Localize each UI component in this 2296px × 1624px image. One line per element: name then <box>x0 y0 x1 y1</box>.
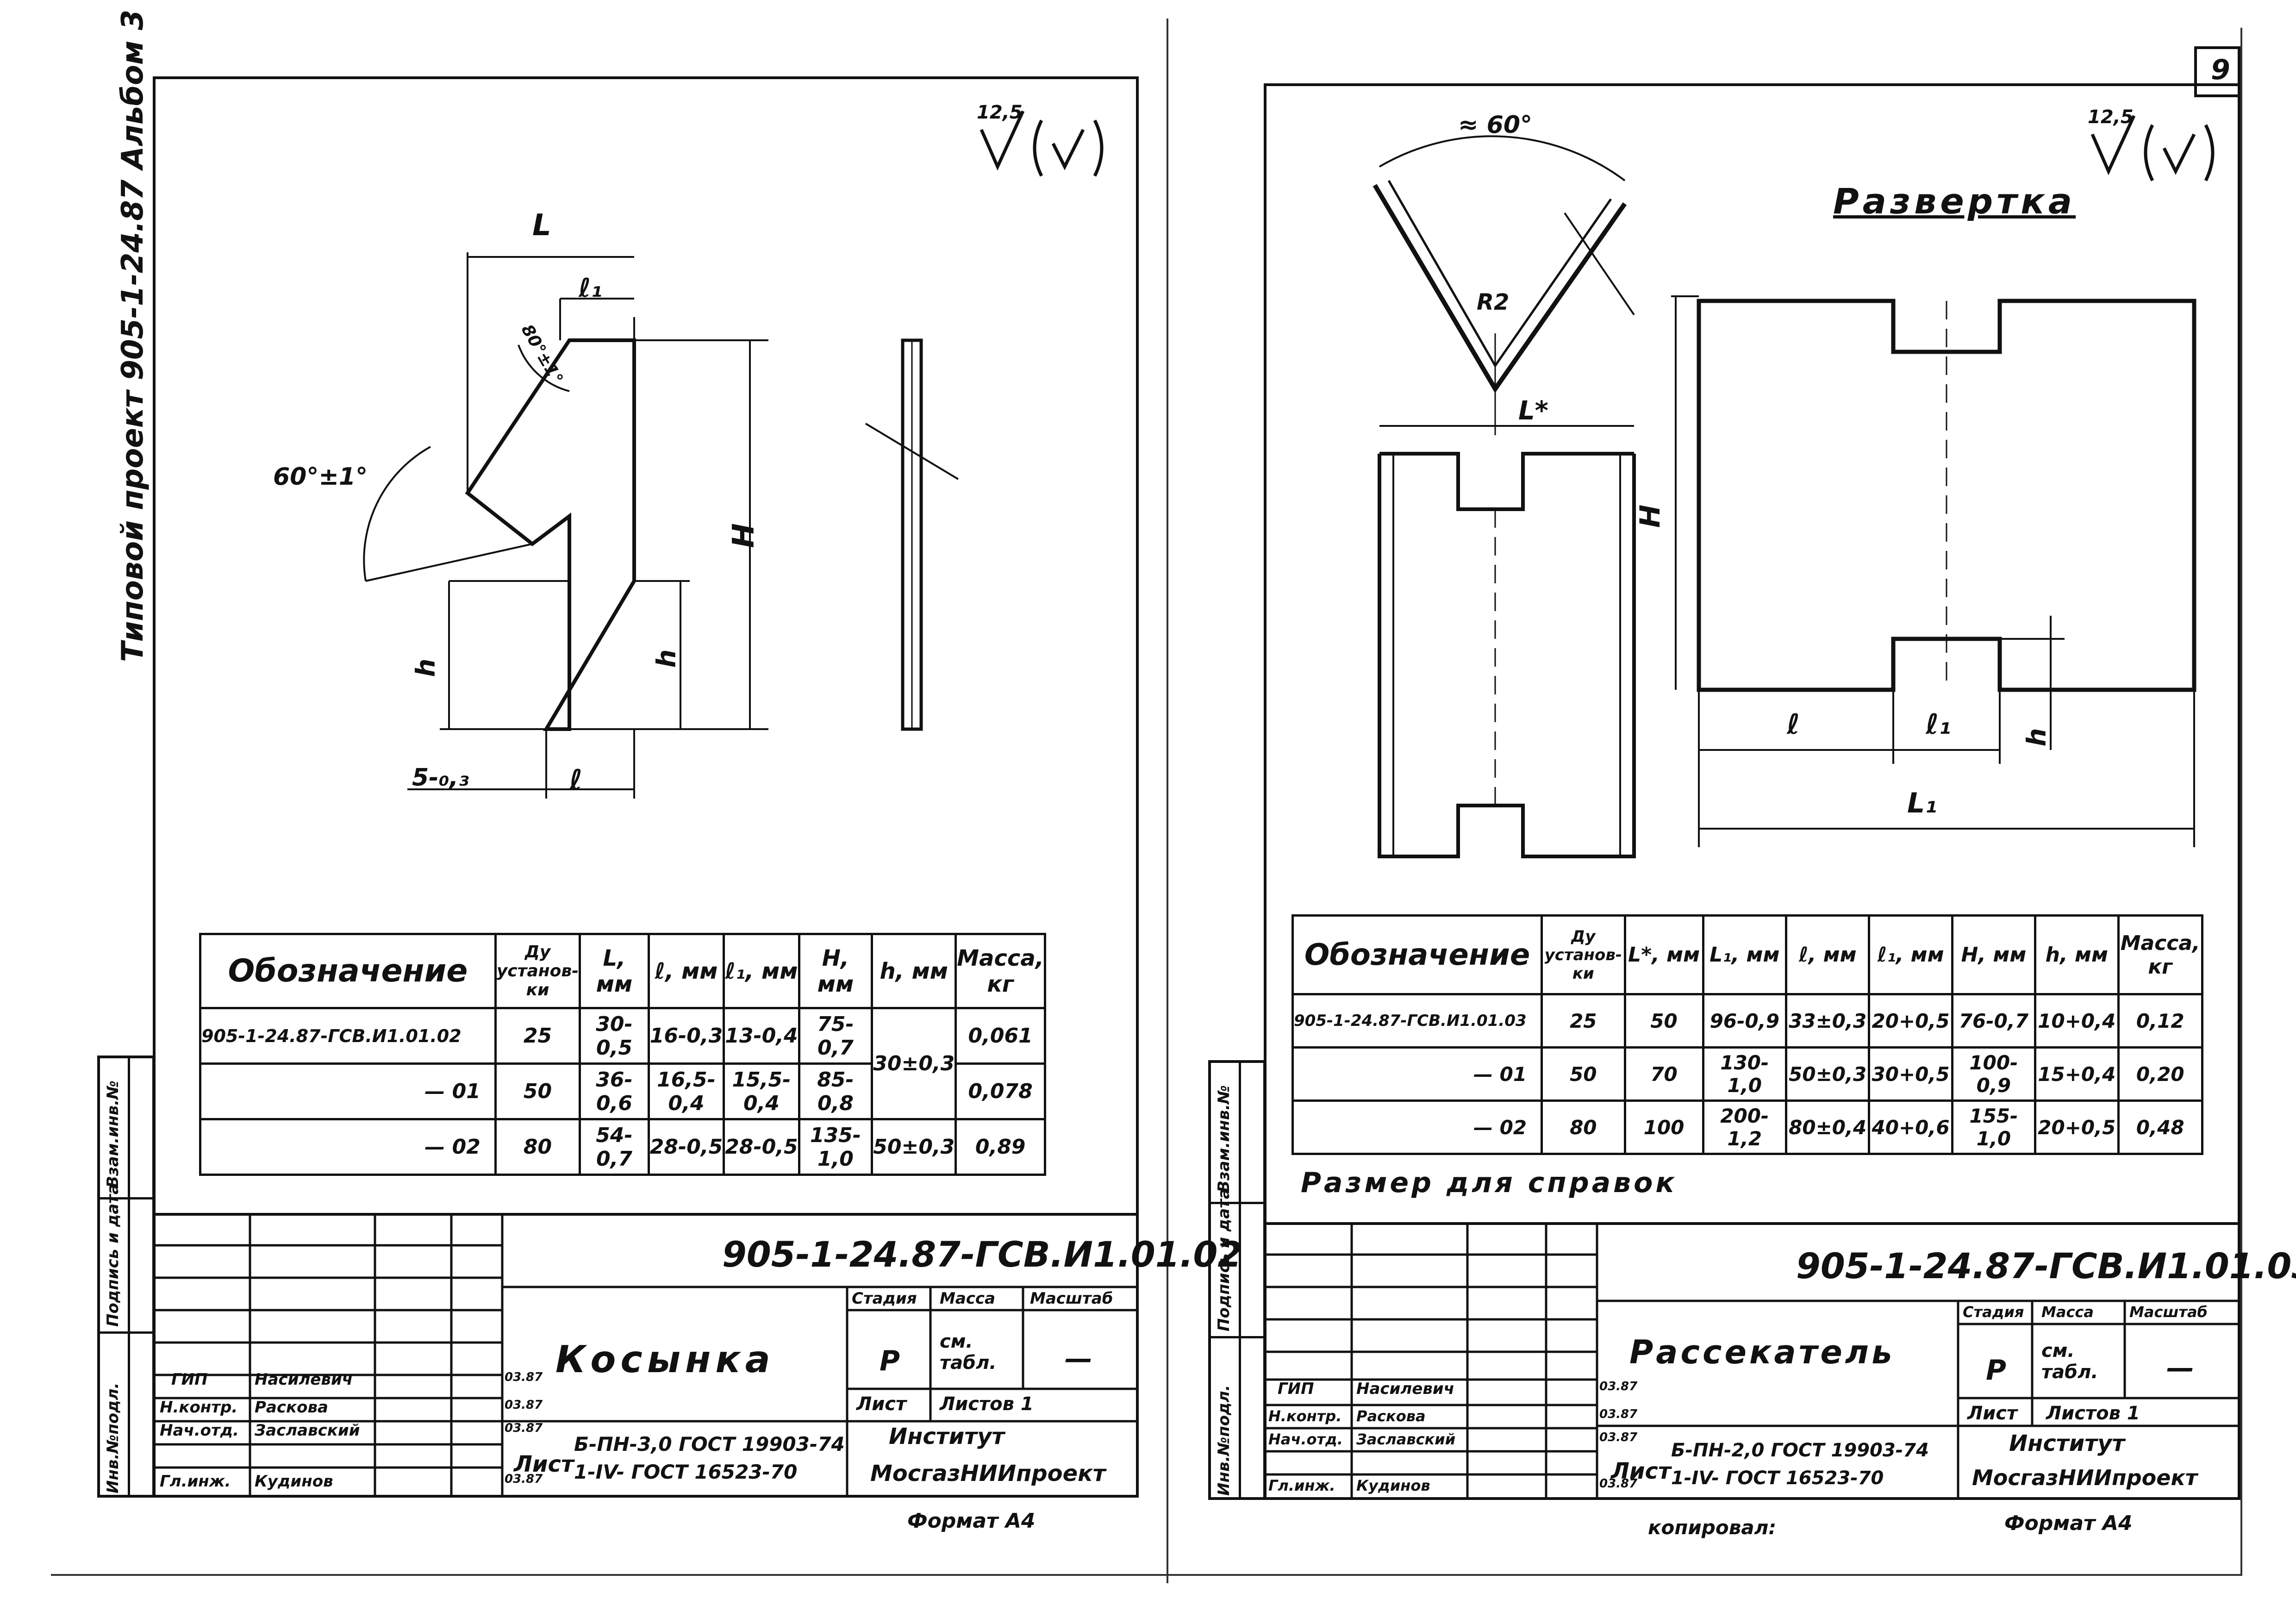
hdr-h: h, мм <box>2034 914 2120 995</box>
right-side-stamp: Взам.инв.№ Подпись и дата Инв.№подл. <box>1208 1060 1266 1500</box>
page-number-box: 9 <box>2194 46 2240 97</box>
left-side-stamp: Взам.инв.№ Подпись и дата Инв.№подл. <box>97 1056 155 1498</box>
hdr-H: H, мм <box>1951 914 2037 995</box>
left-spec-table: Обозначение Ду установ-ки L, мм ℓ, мм ℓ₁… <box>199 933 1046 1176</box>
roughness-symbol-left: 12,5 <box>972 102 1120 194</box>
table-row: 905-1-24.87-ГСВ.И1.01.02 25 30-0,5 16-0,… <box>199 1007 1046 1120</box>
hdr-H: H, мм <box>798 933 873 1009</box>
outer-frame <box>51 28 2242 1576</box>
left-title-grid <box>153 1213 1139 1498</box>
dim-l-right: ℓ <box>1787 708 1800 741</box>
right-title-block <box>1264 1222 2240 1500</box>
table-row: — 01 50 36-0,6 16,5-0,4 15,5-0,4 85-0,8 … <box>199 1062 1046 1120</box>
dim-L: L <box>532 208 551 243</box>
splitter-drawing <box>1373 135 2196 858</box>
right-spec-table: Обозначение Ду установ-ки L*, мм L₁, мм … <box>1291 914 2203 1155</box>
hdr-h: h, мм <box>871 933 957 1009</box>
stamp-podpis: Подпись и дата <box>1215 1188 1233 1331</box>
right-mass: см. табл. <box>2041 1340 2098 1383</box>
left-doc-code: 905-1-24.87-ГСВ.И1.01.02 <box>722 1234 1242 1275</box>
left-format: Формат А4 <box>907 1509 1036 1533</box>
left-stage: Р <box>880 1345 900 1377</box>
left-scale-hdr: Масштаб <box>1030 1289 1113 1308</box>
hdr-du: Ду установ-ки <box>1541 914 1626 995</box>
left-org-2: МосгазНИИпроект <box>870 1461 1106 1487</box>
roughness-check-icon <box>980 110 1104 177</box>
right-mass-hdr: Масса <box>2041 1303 2094 1321</box>
hdr-L: L, мм <box>579 933 650 1009</box>
dim-l: ℓ <box>569 764 583 796</box>
right-format: Формат А4 <box>2004 1512 2133 1535</box>
table-row: — 02 80 54-0,7 28-0,5 28-0,5 135-1,0 50±… <box>199 1118 1046 1176</box>
right-stage: Р <box>1986 1354 2006 1387</box>
hdr-l: ℓ, мм <box>1784 914 1871 995</box>
right-title-grid <box>1264 1222 2240 1500</box>
left-material-prefix: Лист <box>514 1451 574 1477</box>
page-number: 9 <box>2211 54 2230 86</box>
table-row: 905-1-24.87-ГСВ.И1.01.03 25 50 96-0,9 33… <box>1291 993 2203 1049</box>
right-material-prefix: Лист <box>1611 1458 1671 1484</box>
dim-l1: ℓ₁ <box>579 273 602 303</box>
dim-h-left: h <box>411 658 441 677</box>
right-doc-code: 905-1-24.87-ГСВ.И1.01.03 <box>1796 1245 2296 1287</box>
table-row: — 01 50 70 130-1,0 50±0,3 30+0,5 100-0,9… <box>1291 1046 2203 1102</box>
dim-H: H <box>726 523 761 548</box>
right-part-name: Рассекатель <box>1629 1333 1895 1371</box>
left-material-2: 1-IV- ГОСТ 16523-70 <box>574 1461 798 1483</box>
left-mass: см. табл. <box>940 1331 997 1374</box>
roughness-check-icon <box>2090 115 2215 181</box>
stamp-inv: Инв.№подл. <box>1215 1385 1233 1496</box>
hdr-du: Ду установ-ки <box>494 933 581 1009</box>
dim-l1-right: ℓ₁ <box>1926 708 1951 741</box>
dim-5: 5-₀,₃ <box>412 764 469 792</box>
copied-by: копировал: <box>1648 1516 1777 1539</box>
dim-R2: R2 <box>1477 289 1510 315</box>
left-material-1: Б-ПН-3,0 ГОСТ 19903-74 <box>574 1433 845 1455</box>
dim-h-right: h <box>651 649 682 668</box>
hdr-designation: Обозначение <box>199 933 497 1009</box>
right-scale: — <box>2166 1352 2194 1384</box>
stamp-podpis: Подпись и дата <box>104 1184 122 1327</box>
stamp-inv: Инв.№подл. <box>104 1382 122 1493</box>
left-sheet-hdr: Лист <box>856 1393 907 1415</box>
hdr-l1: ℓ₁, мм <box>723 933 800 1009</box>
gusset-drawing <box>363 252 959 799</box>
razvertka-title: Развертка <box>1833 181 2076 222</box>
right-org-2: МосгазНИИпроект <box>1972 1465 2198 1490</box>
reference-note: Размер для справок <box>1301 1167 1678 1199</box>
right-sheets-hdr: Листов 1 <box>2046 1403 2140 1424</box>
right-material-1: Б-ПН-2,0 ГОСТ 19903-74 <box>1671 1440 1929 1461</box>
dim-angle-60: ≈ 60° <box>1458 111 1533 139</box>
dim-L1: L₁ <box>1907 787 1937 819</box>
right-stage-hdr: Стадия <box>1963 1303 2024 1321</box>
right-scale-hdr: Масштаб <box>2129 1303 2208 1321</box>
hdr-L-star: L*, мм <box>1623 914 1704 995</box>
right-org-1: Институт <box>2009 1430 2125 1456</box>
hdr-mass: Масса, кг <box>2117 914 2203 995</box>
dim-H-right: H <box>1634 504 1667 528</box>
right-material-2: 1-IV- ГОСТ 16523-70 <box>1671 1468 1884 1489</box>
hdr-l1: ℓ₁, мм <box>1868 914 1953 995</box>
table-row: — 02 80 100 200-1,2 80±0,4 40+0,6 155-1,… <box>1291 1099 2203 1155</box>
left-scale: — <box>1065 1343 1092 1375</box>
dim-h-right-dev: h <box>2021 728 2052 747</box>
stamp-vzam: Взам.инв.№ <box>1215 1085 1233 1193</box>
dim-angle-left: 60°±1° <box>273 463 368 491</box>
stamp-vzam: Взам.инв.№ <box>104 1081 122 1188</box>
center-split-line <box>1167 19 1168 1583</box>
left-title-block <box>153 1213 1139 1498</box>
left-stage-hdr: Стадия <box>852 1289 917 1308</box>
left-org-1: Институт <box>889 1424 1005 1449</box>
right-sheet-hdr: Лист <box>1967 1403 2018 1424</box>
hdr-L1: L₁, мм <box>1702 914 1788 995</box>
album-label: Типовой проект 905-1-24.87 Альбом 3 <box>116 9 150 662</box>
left-mass-hdr: Масса <box>940 1289 996 1308</box>
left-part-name: Косынка <box>555 1338 775 1381</box>
hdr-l: ℓ, мм <box>647 933 725 1009</box>
hdr-designation: Обозначение <box>1291 914 1543 995</box>
dim-L-star: L* <box>1518 396 1548 426</box>
roughness-symbol-right: 12,5 <box>2083 106 2231 199</box>
hdr-mass: Масса, кг <box>955 933 1046 1009</box>
left-sheets-hdr: Листов 1 <box>940 1393 1034 1415</box>
